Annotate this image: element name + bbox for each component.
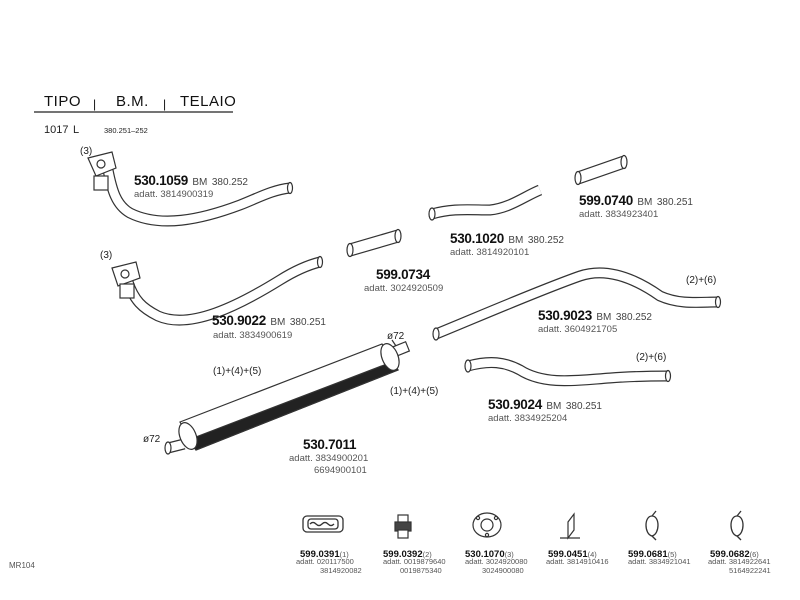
accessory-adapt-2: 0019875340 <box>400 566 442 575</box>
callout-note-right: (1)+(4)+(5) <box>390 386 439 397</box>
header-col-bm: B.M. <box>116 93 149 110</box>
part-ref: 380.251 <box>289 317 326 328</box>
part-ref: 380.251 <box>656 197 693 208</box>
accessory-note: (5) <box>667 550 677 559</box>
pipe-530-9024[interactable] <box>464 357 672 387</box>
part-spec: BM <box>596 312 612 323</box>
part-ref: 380.252 <box>211 177 248 188</box>
accessory-note: (1) <box>339 550 349 559</box>
pipe-530-1059[interactable] <box>87 151 294 227</box>
part-adapt: adatt. 3834900619 <box>213 330 293 341</box>
accessory-number: 599.0682 <box>710 549 750 560</box>
part-ref: 380.252 <box>527 235 564 246</box>
type-value: 1017 <box>44 124 69 136</box>
diameter-right: ø72 <box>387 331 405 342</box>
type-suffix: L <box>73 124 80 136</box>
part-number: 599.0740 <box>579 193 633 208</box>
part-number: 599.0734 <box>376 267 430 282</box>
rubber-mount-icon <box>394 514 412 539</box>
accessory-note: (3) <box>504 550 514 559</box>
header-separator: | <box>93 97 97 111</box>
part-spec: BM <box>637 197 653 208</box>
header-separator: | <box>163 97 167 111</box>
callout-note-left: (1)+(4)+(5) <box>213 366 262 377</box>
part-adapt: adatt. 3834923401 <box>579 209 659 220</box>
accessory-adapt-2: 5164922241 <box>729 566 771 575</box>
part-adapt: adatt. 3834925204 <box>488 413 568 424</box>
part-ref: 380.251 <box>565 401 602 412</box>
part-adapt: adatt. 3604921705 <box>538 324 618 335</box>
part-ref: 380.252 <box>615 312 652 323</box>
callout-note: (2)+(6) <box>636 352 667 363</box>
gasket-ring-icon <box>302 515 344 533</box>
header-col-telaio: TELAIO <box>180 93 237 110</box>
part-label-599-0734[interactable]: 599.0734 <box>376 266 430 284</box>
part-label-530-9022[interactable]: 530.9022 BM 380.251 <box>212 312 326 330</box>
part-spec: BM <box>508 235 524 246</box>
pipe-530-9023[interactable] <box>432 267 722 341</box>
tube-599-0740[interactable] <box>574 154 628 186</box>
part-spec: BM <box>192 177 208 188</box>
part-number: 530.9023 <box>538 308 592 323</box>
part-label-530-9023[interactable]: 530.9023 BM 380.252 <box>538 307 652 325</box>
tube-599-0734[interactable] <box>346 228 402 258</box>
flange-gasket-icon <box>472 512 502 538</box>
pipe-530-1020[interactable] <box>428 184 543 221</box>
part-number: 530.1020 <box>450 231 504 246</box>
clamp-icon <box>645 510 659 541</box>
part-adapt: adatt. 3814920101 <box>450 247 530 258</box>
accessory-adapt: adatt. 3834921041 <box>628 557 691 566</box>
diameter-left: ø72 <box>143 434 161 445</box>
accessory-599-0682[interactable]: 599.0682(6) <box>710 544 759 562</box>
accessory-599-0392[interactable]: 599.0392(2) <box>383 544 432 562</box>
callout-note: (3) <box>80 146 93 157</box>
part-spec: BM <box>270 317 286 328</box>
accessory-adapt: adatt. 3814910416 <box>546 557 609 566</box>
callout-note: (3) <box>100 250 113 261</box>
accessory-599-0681[interactable]: 599.0681(5) <box>628 544 677 562</box>
diagram-code: MR104 <box>9 561 35 570</box>
accessory-adapt: adatt. 3024920080 <box>465 557 528 566</box>
part-label-530-9024[interactable]: 530.9024 BM 380.251 <box>488 396 602 414</box>
accessory-note: (2) <box>422 550 432 559</box>
part-label-599-0740[interactable]: 599.0740 BM 380.251 <box>579 192 693 210</box>
pipe-530-9022[interactable] <box>111 255 324 326</box>
accessory-number: 599.0392 <box>383 549 423 560</box>
accessory-number: 599.0391 <box>300 549 340 560</box>
accessory-note: (6) <box>749 550 759 559</box>
accessory-adapt: adatt. 020117500 <box>296 557 354 566</box>
accessory-599-0391[interactable]: 599.0391(1) <box>300 544 349 562</box>
part-number: 530.9022 <box>212 313 266 328</box>
accessory-adapt-2: 3024900080 <box>482 566 524 575</box>
bracket-icon <box>560 512 580 540</box>
part-number: 530.7011 <box>303 437 357 452</box>
part-number: 530.1059 <box>134 173 188 188</box>
accessory-adapt: adatt. 0019879640 <box>383 557 446 566</box>
part-number: 530.9024 <box>488 397 542 412</box>
part-label-530-7011[interactable]: 530.7011 <box>303 436 356 454</box>
callout-note: (2)+(6) <box>686 275 717 286</box>
accessory-number: 530.1070 <box>465 549 505 560</box>
part-label-530-1059[interactable]: 530.1059 BM 380.252 <box>134 172 248 190</box>
header-col-tipo: TIPO <box>44 93 82 110</box>
part-label-530-1020[interactable]: 530.1020 BM 380.252 <box>450 230 564 248</box>
part-spec: BM <box>546 401 562 412</box>
muffler-530-7011[interactable] <box>164 339 411 455</box>
accessory-number: 599.0681 <box>628 549 668 560</box>
part-adapt: adatt. 3834900201 <box>289 453 369 464</box>
accessory-note: (4) <box>587 550 597 559</box>
accessory-adapt: adatt. 3814922641 <box>708 557 771 566</box>
part-adapt: adatt. 3814900319 <box>134 189 214 200</box>
accessory-599-0451[interactable]: 599.0451(4) <box>548 544 597 562</box>
accessory-adapt-2: 3814920082 <box>320 566 362 575</box>
accessory-number: 599.0451 <box>548 549 588 560</box>
part-adapt-2: 6694900101 <box>314 465 367 476</box>
accessory-530-1070[interactable]: 530.1070(3) <box>465 544 514 562</box>
clamp-icon <box>730 510 744 541</box>
part-adapt: adatt. 3024920509 <box>364 283 444 294</box>
chassis-range: 380.251–252 <box>104 126 148 135</box>
